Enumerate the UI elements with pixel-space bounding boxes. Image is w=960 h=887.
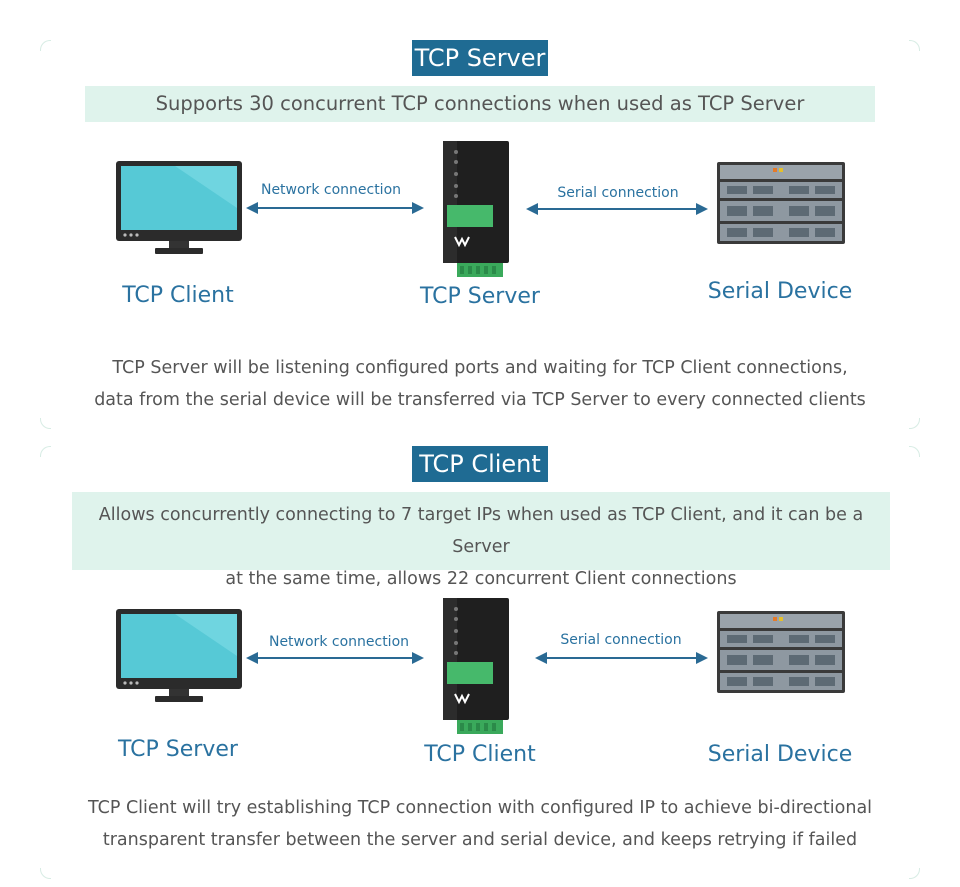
description-line: data from the serial device will be tran… (94, 390, 866, 410)
monitor-icon (115, 608, 243, 704)
double-arrow-icon (526, 202, 708, 216)
converter-device-icon (443, 598, 511, 734)
frame-corner (909, 418, 920, 429)
frame-corner (909, 40, 920, 51)
description-line: TCP Client will try establishing TCP con… (87, 798, 873, 818)
frame-corner (909, 868, 920, 879)
converter-device-icon (443, 141, 511, 277)
band-line: at the same time, allows 22 concurrent C… (225, 569, 737, 589)
monitor-icon (115, 160, 243, 256)
left-node-label: TCP Client (122, 283, 234, 308)
frame-corner (909, 446, 920, 457)
description-line: TCP Server will be listening configured … (112, 358, 848, 378)
serial-connection-label: Serial connection (557, 185, 679, 201)
network-connection-label: Network connection (268, 634, 410, 650)
right-node-label: Serial Device (707, 742, 853, 767)
frame-corner (40, 446, 51, 457)
left-node-label: TCP Server (118, 737, 238, 762)
capability-band: Allows concurrently connecting to 7 targ… (72, 492, 890, 589)
double-arrow-icon (535, 651, 708, 665)
section-tag-tcp-client: TCP Client (412, 446, 548, 482)
network-connection-label: Network connection (260, 182, 402, 198)
section-tag-tcp-server: TCP Server (412, 40, 548, 76)
frame-corner (40, 418, 51, 429)
band-line: Allows concurrently connecting to 7 targ… (98, 505, 864, 557)
center-node-label: TCP Server (420, 284, 540, 309)
double-arrow-icon (246, 651, 424, 665)
capability-band: Supports 30 concurrent TCP connections w… (85, 86, 875, 122)
description-line: transparent transfer between the server … (102, 830, 858, 850)
server-rack-icon (717, 162, 845, 244)
double-arrow-icon (246, 201, 424, 215)
frame-corner (40, 40, 51, 51)
right-node-label: Serial Device (707, 279, 853, 304)
server-rack-icon (717, 611, 845, 693)
frame-corner (40, 868, 51, 879)
center-node-label: TCP Client (424, 742, 536, 767)
serial-connection-label: Serial connection (560, 632, 682, 648)
